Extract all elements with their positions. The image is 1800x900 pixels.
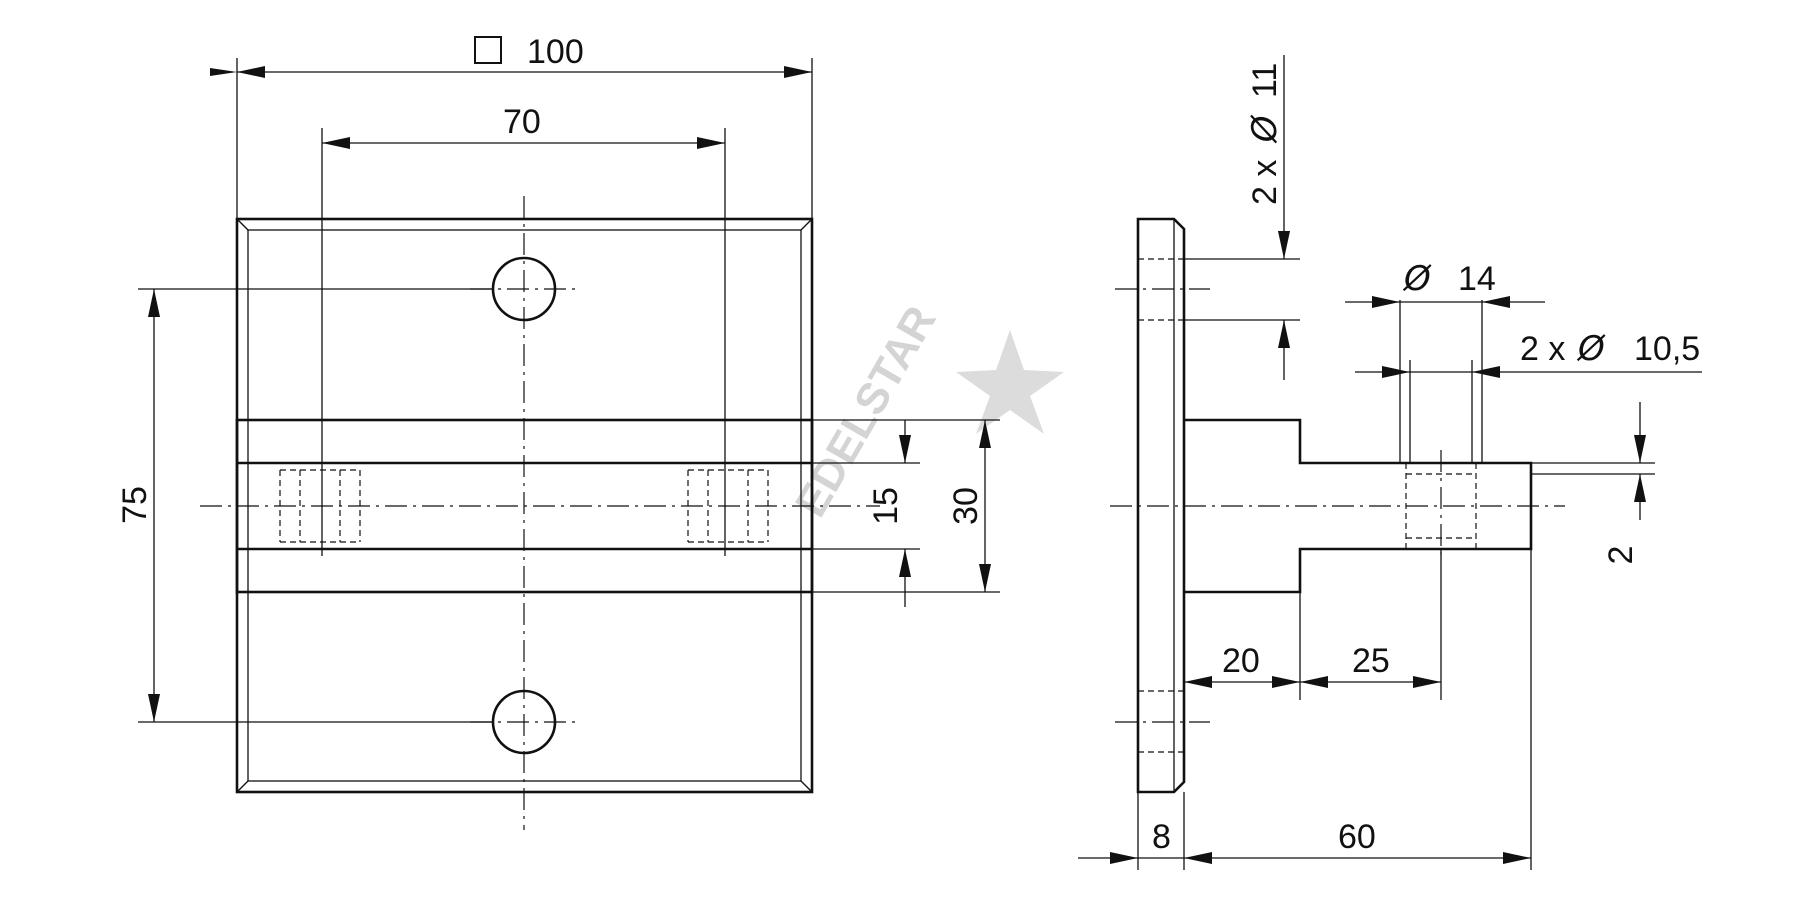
dim-text-14: 14 [1458,260,1496,298]
dim-projection-length: 60 [1184,818,1531,859]
hidden-cross-hole-right [687,469,769,543]
dim-text-15: 15 [867,487,905,525]
dim-text-plate-holes: 2 x Ø 11 [1245,63,1285,205]
dim-overall-width: 100 [210,33,812,76]
dim-text-8: 8 [1152,818,1171,856]
dim-hole-spacing-v: 75 [116,289,155,722]
dim-text-30: 30 [947,487,985,525]
dim-text-75: 75 [116,486,154,524]
dim-hole-position: 25 [1300,642,1441,683]
watermark-text: EDELSTAR [786,298,945,525]
dim-text-70: 70 [503,103,541,141]
dim-plate-thickness: 8 [1078,818,1184,859]
dim-text-20: 20 [1222,642,1260,680]
front-view: 100 70 75 15 30 [116,33,1000,830]
plate-holes-value: 11 [1246,63,1284,98]
arrowheads [148,66,1646,864]
diameter-symbol-icon: Ø [1576,329,1606,369]
dim-shoulder-length: 20 [1184,642,1300,683]
dim-cross-holes: 2 x Ø 10,5 [1355,329,1702,373]
diameter-symbol-icon: Ø [1245,114,1285,144]
dim-text-100: 100 [527,33,584,71]
dim-slot-outer: 30 [947,420,986,592]
cross-holes-prefix: 2 x [1520,330,1565,368]
dim-text-25: 25 [1352,642,1390,680]
dim-hole-spacing-h: 70 [322,103,725,144]
edelstar-watermark: EDELSTAR [786,298,945,525]
diameter-symbol-icon: Ø [1402,259,1432,299]
side-view: 2 x Ø 11 Ø 14 2 x Ø 10,5 2 20 [1078,55,1702,870]
dim-pin-diameter: Ø 14 [1345,259,1545,303]
watermark-star-icon [956,330,1064,434]
dim-step-offset: 2 [1602,402,1641,565]
square-symbol-icon [474,36,502,64]
dim-plate-holes: 2 x Ø 11 [1245,55,1285,380]
dim-slot-inner: 15 [867,420,906,607]
hidden-cross-hole-left [279,469,361,543]
dim-text-60: 60 [1338,818,1376,856]
plate-holes-prefix: 2 x [1246,160,1284,205]
dim-text-10-5: 10,5 [1634,330,1700,368]
dim-text-2: 2 [1602,546,1640,565]
